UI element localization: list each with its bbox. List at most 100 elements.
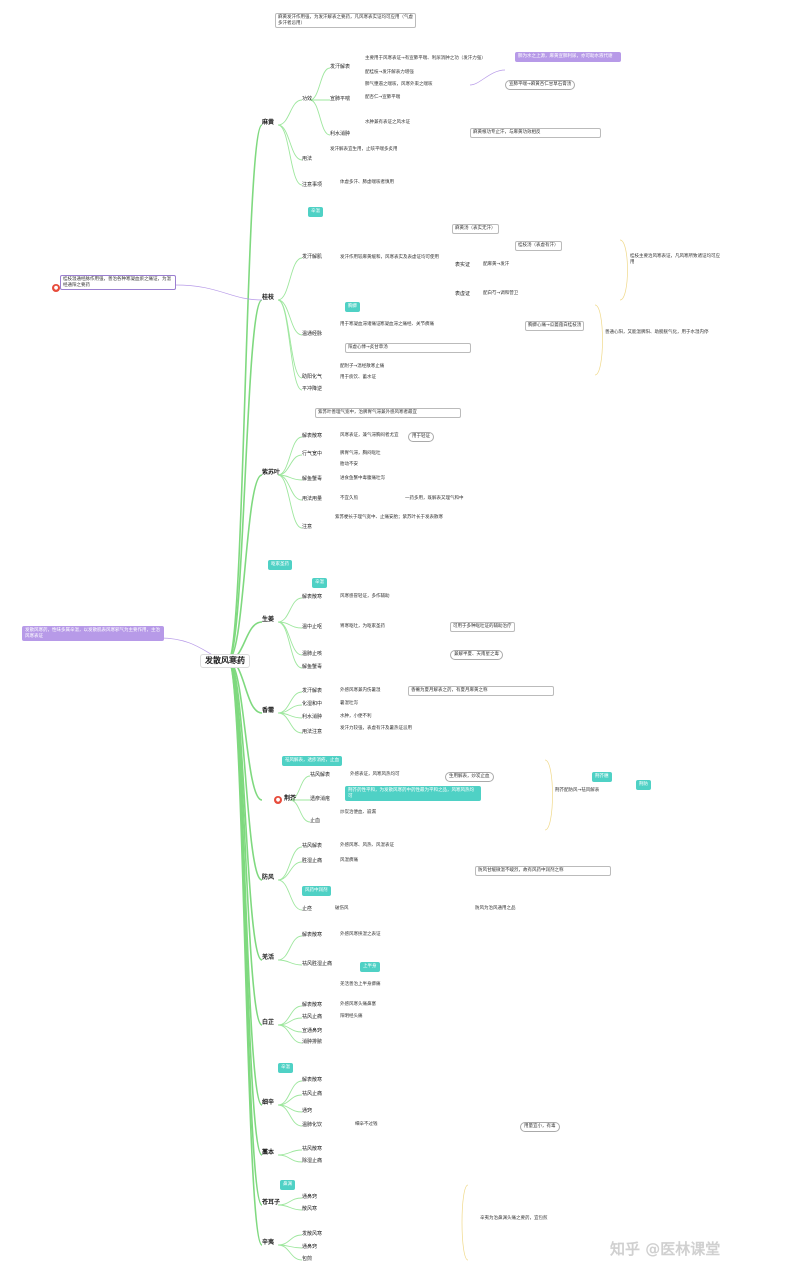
xixin-zhitong[interactable]: 祛风止痛 <box>302 1091 323 1097</box>
mahuang-fahan[interactable]: 发汗解表 <box>330 64 351 70</box>
branch-shengjiang[interactable]: 生姜 <box>262 616 275 623</box>
mahuang-side-note: 麻黄根功专止汗，与麻黄功效相反 <box>470 128 601 138</box>
shengjiang-wenfei[interactable]: 温肺止咳 <box>302 651 323 657</box>
mahuang-gongxiao[interactable]: 功效 <box>302 96 313 102</box>
branch-zisuye[interactable]: 紫苏叶 <box>262 469 281 476</box>
xinyi-a[interactable]: 发散风寒 <box>302 1231 323 1237</box>
branch-guizhi[interactable]: 桂枝 <box>262 294 275 301</box>
branch-gaoben[interactable]: 藁本 <box>262 1149 275 1156</box>
gaoben-zhitong[interactable]: 除湿止痛 <box>302 1158 323 1164</box>
zisuye-top-note: 紫苏叶善理气宽中，治脾胃气滞兼外感风寒者最宜 <box>315 408 461 418</box>
zisuye-jiebiao-a: 风寒表证，兼气滞胸闷者尤宜 <box>340 433 399 438</box>
qianghuo-jiebiao[interactable]: 解表散寒 <box>302 932 323 938</box>
guizhi-right-note-b: 善通心阳，又能温脾阳、助膀胱气化，用于水湿内停 <box>605 330 709 335</box>
baizhi-jiebiao-a: 外感风寒头痛鼻塞 <box>340 1002 376 1007</box>
shengjiang-box-b: 兼解半夏、天南星之毒 <box>450 650 503 660</box>
xixin-wenfei[interactable]: 温肺化饮 <box>302 1122 323 1128</box>
cangerzi-b[interactable]: 散风寒 <box>302 1206 318 1212</box>
guizhi-box-c: 胸痹心痛→瓜蒌薤白桂枝汤 <box>525 321 585 331</box>
gaoben-jiebiao[interactable]: 祛风散寒 <box>302 1146 323 1152</box>
shengjiang-jiebiao-a: 风寒感冒轻证，多作辅助 <box>340 594 390 599</box>
fangfeng-zhijing-a: 破伤风 <box>335 906 349 911</box>
qianghuo-jiebiao-a: 外感风寒挟湿之表证 <box>340 932 381 937</box>
fangfeng-zhijing[interactable]: 止痉 <box>302 906 313 912</box>
fangfeng-shengshi-a: 风湿痹痛 <box>340 858 358 863</box>
fangfeng-box-a: 防风甘缓微温不峻烈，故有风药中润剂之称 <box>475 866 611 876</box>
xiangru-lishui[interactable]: 利水消肿 <box>302 714 323 720</box>
jingjie-note-icon: ● <box>274 796 282 804</box>
xiangru-fahan[interactable]: 发汗解表 <box>302 688 323 694</box>
xixin-tongqiao[interactable]: 通窍 <box>302 1108 313 1114</box>
guizhi-biaoxu-a: 配白芍→调和营卫 <box>483 291 519 296</box>
guizhi-biaoshi-a: 配麻黄→发汗 <box>483 262 510 267</box>
guizhi-fahan[interactable]: 发汗解肌 <box>302 254 323 260</box>
cangerzi-a[interactable]: 通鼻窍 <box>302 1194 318 1200</box>
guizhi-box-a: 麻黄汤（表实无汗） <box>452 224 499 234</box>
branch-xinyi[interactable]: 辛夷 <box>262 1239 275 1246</box>
mahuang-xuanfei[interactable]: 宣肺平喘 <box>330 96 351 102</box>
guizhi-biaoxu[interactable]: 表虚证 <box>455 291 471 297</box>
fangfeng-shengshi[interactable]: 胜湿止痛 <box>302 858 323 864</box>
qianghuo-zhitong[interactable]: 祛风胜湿止痛 <box>302 961 333 967</box>
shengjiang-jiedu[interactable]: 解鱼蟹毒 <box>302 664 323 670</box>
zisuye-zhuyi[interactable]: 注意 <box>302 524 313 530</box>
guizhi-box-b: 桂枝汤（表虚有汗） <box>515 241 562 251</box>
mahuang-xuanfei-a: 肺气壅遏之喘咳，风寒外束之喘咳 <box>365 82 433 87</box>
xixin-note: 细辛不过钱 <box>355 1122 378 1127</box>
zisuye-jiedu[interactable]: 解鱼蟹毒 <box>302 476 323 482</box>
zisuye-zhuyi-a: 紫苏梗长于理气宽中、止痛安胎；紫苏叶长于发表散寒 <box>335 515 443 520</box>
branch-cangerzi[interactable]: 苍耳子 <box>262 1199 281 1206</box>
jingjie-zhixue[interactable]: 止血 <box>310 818 321 824</box>
zisuye-xingqi-a: 脾胃气滞，胸闷呕吐 <box>340 451 381 456</box>
fangfeng-jiebiao[interactable]: 祛风解表 <box>302 843 323 849</box>
watermark-text: 知乎 @医林课堂 <box>610 1240 721 1258</box>
root-node[interactable]: 发散风寒药 <box>200 654 250 668</box>
mahuang-yongfa-a: 发汗解表宜生用，止咳平喘多炙用 <box>330 147 398 152</box>
zisuye-jiedu-a: 进食鱼蟹中毒腹痛吐泻 <box>340 476 385 481</box>
note-icon: ● <box>52 284 60 292</box>
baizhi-xiaozhong[interactable]: 消肿排脓 <box>302 1039 323 1045</box>
qianghuo-box-a: 羌活善治上半身痹痛 <box>340 982 381 987</box>
xixin-jiebiao[interactable]: 解表散寒 <box>302 1077 323 1083</box>
mahuang-purple-note: 肺为水之上源，麻黄宣肺利尿，亦可助水液代谢 <box>515 52 621 62</box>
branch-fangfeng[interactable]: 防风 <box>262 874 275 881</box>
branch-mahuang[interactable]: 麻黄 <box>262 119 275 126</box>
mahuang-lishui-a: 水肿兼有表证之风水证 <box>365 120 410 125</box>
mahuang-yongfa[interactable]: 用法 <box>302 156 313 162</box>
mahuang-lishui[interactable]: 利水消肿 <box>330 131 351 137</box>
branch-xiangru[interactable]: 香薷 <box>262 707 275 714</box>
branch-qianghuo[interactable]: 羌活 <box>262 954 275 961</box>
jingjie-jiebiao-a: 外感表证，风寒风热均可 <box>350 772 400 777</box>
zisuye-xingqi[interactable]: 行气宽中 <box>302 451 323 457</box>
shengjiang-wenzhong[interactable]: 温中止呕 <box>302 624 323 630</box>
guizhi-zhuyang[interactable]: 助阳化气 <box>302 374 323 380</box>
guizhi-biaoshi[interactable]: 表实证 <box>455 262 471 268</box>
branch-xixin[interactable]: 细辛 <box>262 1099 275 1106</box>
baizhi-zhitong-a: 阳明经头痛 <box>340 1014 363 1019</box>
jingjie-right-box: 荆防 <box>636 780 651 790</box>
zisuye-jiebiao[interactable]: 解表散寒 <box>302 433 323 439</box>
xixin-teal-tag: 辛温 <box>278 1063 293 1073</box>
xinyi-c[interactable]: 包煎 <box>302 1256 313 1262</box>
shengjiang-jiebiao[interactable]: 解表散寒 <box>302 594 323 600</box>
shengjiang-box-a: 可用于多种呕吐证的辅助治疗 <box>450 622 515 632</box>
xiangru-huashi[interactable]: 化湿和中 <box>302 701 323 707</box>
baizhi-tongqiao[interactable]: 宣通鼻窍 <box>302 1028 323 1034</box>
xiangru-zhuyi[interactable]: 用法注意 <box>302 729 323 735</box>
jingjie-teal-small: 荆芥穗 <box>592 772 612 782</box>
jingjie-touzhen[interactable]: 透疹消疮 <box>310 796 331 802</box>
branch-baizhi[interactable]: 白芷 <box>262 1019 275 1026</box>
baizhi-jiebiao[interactable]: 解表散寒 <box>302 1002 323 1008</box>
jingjie-box-a: 荆芥配防风→祛风解表 <box>555 788 600 793</box>
xinyi-b[interactable]: 通鼻窍 <box>302 1244 318 1250</box>
xinyi-box-a: 辛夷为治鼻渊头痛之要药，宜包煎 <box>480 1216 548 1221</box>
jingjie-jiebiao[interactable]: 祛风解表 <box>310 772 331 778</box>
zisuye-yongfa[interactable]: 用法用量 <box>302 496 323 502</box>
xiangru-lishui-a: 水肿，小便不利 <box>340 714 372 719</box>
guizhi-pingchong[interactable]: 平冲降逆 <box>302 386 323 392</box>
branch-jingjie[interactable]: 荆芥 <box>284 795 297 802</box>
mahuang-zhuyi[interactable]: 注意事项 <box>302 182 323 188</box>
guizhi-wentong[interactable]: 温通经脉 <box>302 331 323 337</box>
xixin-box-a: 用量宜小，有毒 <box>520 1122 560 1132</box>
baizhi-zhitong[interactable]: 祛风止痛 <box>302 1014 323 1020</box>
